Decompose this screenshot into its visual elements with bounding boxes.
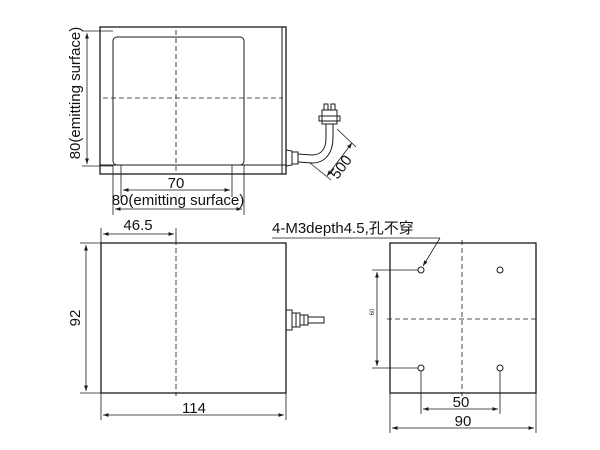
mounting-hole-bottom-right bbox=[496, 364, 504, 372]
emitting-height-label: 80(emitting surface) bbox=[67, 27, 84, 160]
width-70-label: 70 bbox=[168, 175, 185, 192]
connector-flange bbox=[318, 115, 341, 122]
hole-pitch-horizontal-dimension: 50 bbox=[420, 371, 501, 414]
top-view: 500 80(emitting surface) 70 80(emitting … bbox=[67, 26, 357, 215]
mounting-hole-top-left bbox=[417, 266, 425, 274]
side-width-label: 90 bbox=[455, 413, 472, 430]
cable-lower-edge bbox=[297, 124, 334, 164]
cable-dim-line bbox=[326, 142, 353, 177]
front-view-cable bbox=[286, 309, 325, 331]
mounting-hole-bottom-left bbox=[417, 364, 425, 372]
connector-pins bbox=[323, 103, 336, 110]
mounting-hole-top-right bbox=[496, 266, 504, 274]
emitting-height-dimension: 80(emitting surface) bbox=[67, 27, 113, 167]
side-view: 4-M3depth4.5,孔不穿 60 50 90 bbox=[272, 220, 539, 433]
cable-gland-nut bbox=[292, 151, 299, 165]
front-gland-sleeve bbox=[300, 314, 309, 326]
cable-dim-extension-top bbox=[336, 128, 357, 148]
cable-and-connector bbox=[285, 103, 341, 167]
front-view-body-outline bbox=[100, 242, 287, 394]
height-92-label: 92 bbox=[67, 310, 84, 327]
front-gland-nut bbox=[292, 312, 301, 328]
length-label: 114 bbox=[182, 400, 206, 417]
emitting-surface-outline bbox=[112, 36, 245, 166]
hole-note-leader bbox=[422, 237, 441, 267]
emitting-width-label: 80(emitting surface) bbox=[112, 192, 245, 209]
cable-gland bbox=[285, 149, 293, 167]
top-view-bevel-edges bbox=[100, 27, 286, 174]
front-cable-stub bbox=[308, 316, 325, 324]
length-114-dimension: 114 bbox=[100, 393, 287, 420]
front-view: 46.5 92 114 bbox=[67, 217, 325, 420]
offset-label: 46.5 bbox=[123, 217, 152, 234]
side-view-body-outline bbox=[389, 242, 537, 394]
cable-upper-edge bbox=[297, 124, 327, 156]
width-70-dimension: 70 bbox=[120, 165, 233, 197]
hole-pitch-vertical-dimension: 60 bbox=[370, 269, 418, 369]
cable-length-label: 500 bbox=[327, 152, 356, 182]
height-92-dimension: 92 bbox=[67, 242, 101, 394]
hole-note-callout: 4-M3depth4.5,孔不穿 bbox=[272, 220, 441, 267]
emitting-width-dimension: 80(emitting surface) bbox=[112, 165, 245, 215]
top-view-body-outline bbox=[99, 26, 287, 175]
pitch-v-label: 60 bbox=[370, 308, 376, 315]
side-width-dimension: 90 bbox=[389, 393, 537, 433]
offset-46-5-dimension: 46.5 bbox=[100, 217, 177, 243]
pitch-h-label: 50 bbox=[453, 394, 470, 411]
hole-note-label: 4-M3depth4.5,孔不穿 bbox=[272, 220, 414, 237]
connector-body bbox=[321, 109, 338, 125]
cable-dim-extension-bottom bbox=[309, 162, 332, 181]
front-gland bbox=[286, 309, 293, 331]
